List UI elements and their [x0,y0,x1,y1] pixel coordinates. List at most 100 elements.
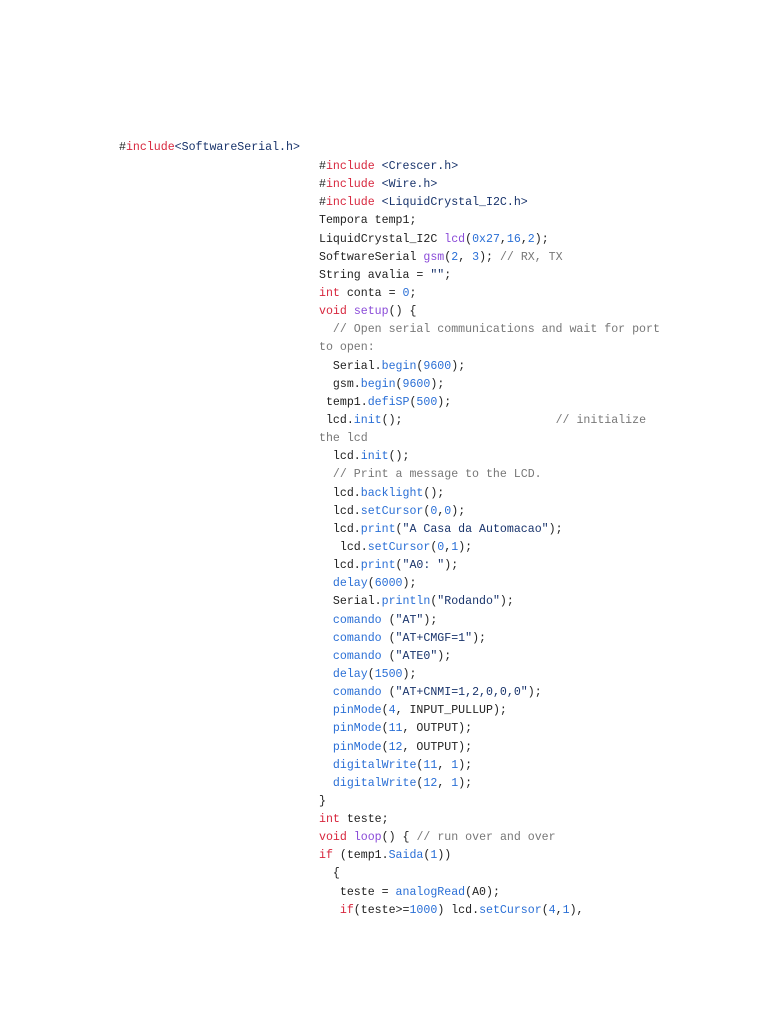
code-token: ); [444,559,459,573]
code-token: )) [437,849,452,863]
code-token: (); [388,450,410,464]
code-token: 0 [444,504,452,518]
code-token: "AT+CNMI=1,2,0,0,0" [395,686,528,700]
code-token: ( [465,232,473,246]
code-line: #include <Wire.h> [319,176,664,194]
code-block: #include <Crescer.h>#include <Wire.h>#in… [319,158,664,920]
code-token: 11 [423,758,438,772]
code-token: 1500 [374,667,403,681]
code-token: 0 [437,540,445,554]
code-token: 9600 [402,377,431,391]
code-token: ); [437,395,452,409]
code-line: String avalia = ""; [319,267,664,285]
code-token: include [325,178,375,192]
code-line: #include <Crescer.h> [319,158,664,176]
code-token: ); [458,758,473,772]
code-line: lcd.setCursor(0,1); [319,539,664,557]
code-token: 2 [527,232,535,246]
code-token: 0 [402,286,410,300]
code-token: () { [388,305,417,319]
code-token: 6000 [374,577,403,591]
code-token: if [319,849,333,863]
code-token: 0 [430,504,438,518]
code-token: # [119,141,126,154]
code-token: , [444,540,452,554]
code-token [319,704,333,717]
code-line: if(teste>=1000) lcd.setCursor(4,1), [319,902,664,920]
code-token: 12 [388,740,403,754]
code-token: SoftwareSerial [319,250,424,264]
code-token: , [458,250,473,264]
code-token: temp1. [319,395,368,409]
code-token: 2 [451,250,459,264]
code-line: teste = analogRead(A0); [319,884,664,902]
code-token: ( [381,613,396,627]
code-line: if (temp1.Saida(1)) [319,847,664,865]
code-line: comando ("AT"); [319,612,664,630]
code-line: lcd.init(); // initialize [319,412,664,430]
code-token: ); [402,667,417,681]
code-token: (teste>= [353,903,410,917]
code-token: include [325,196,375,210]
code-token: conta = [339,286,403,300]
code-token: // Open serial communications and wait f… [319,323,660,337]
code-token: ); [402,577,417,591]
code-token: 500 [416,395,438,409]
code-token: { [319,867,340,881]
code-token [319,632,333,645]
code-token [319,722,333,735]
code-token: pinMode [332,740,382,754]
code-token: 1 [451,540,459,554]
code-token: Serial. [319,595,382,609]
code-token: delay [332,667,368,681]
code-token: setup [353,305,389,319]
code-token: teste = [319,885,396,899]
code-token: ); [451,504,466,518]
code-token: ); [472,631,486,645]
code-token: "AT+CMGF=1" [395,631,473,645]
code-token: # [319,196,326,210]
code-token: ; [409,286,417,300]
code-token: # [319,178,326,192]
code-token: ); [534,232,549,246]
code-token: int [319,286,340,300]
code-token: backlight [360,486,424,500]
code-line: lcd.setCursor(0,0); [319,503,664,521]
code-line: digitalWrite(11, 1); [319,757,664,775]
code-token: , OUTPUT); [402,740,473,754]
code-token: setCursor [360,504,424,518]
code-line: temp1.defiSP(500); [319,394,664,412]
code-token: , [520,232,528,246]
code-token: <SoftwareSerial.h> [174,141,300,154]
code-token: ( [395,559,403,573]
code-token: Tempora temp1; [319,214,417,228]
code-line: pinMode(11, OUTPUT); [319,720,664,738]
code-token: defiSP [367,395,410,409]
code-token: LiquidCrystal_I2C [319,232,445,246]
code-token: () { [381,831,417,845]
code-token: ( [541,903,549,917]
code-token: "Rodando" [437,595,500,609]
code-token: // RX, TX [499,250,563,264]
code-token: print [360,522,396,536]
code-token: ( [381,631,396,645]
code-token: ( [423,504,431,518]
code-token: to open: [319,341,375,355]
code-token: ); [423,613,438,627]
code-token [347,831,354,844]
code-token: ( [381,722,389,736]
code-token: ( [395,377,403,391]
code-line: gsm.begin(9600); [319,376,664,394]
code-line: Tempora temp1; [319,212,664,230]
code-line: #include <LiquidCrystal_I2C.h> [319,194,664,212]
code-token: init [353,413,382,427]
code-line: int conta = 0; [319,285,664,303]
code-line: pinMode(12, OUTPUT); [319,739,664,757]
code-token [319,577,333,590]
code-token [319,686,333,699]
code-token: include [125,141,175,154]
code-token: digitalWrite [332,758,417,772]
code-token [319,759,333,772]
code-token: ( [416,758,424,772]
code-token: 1000 [409,903,438,917]
